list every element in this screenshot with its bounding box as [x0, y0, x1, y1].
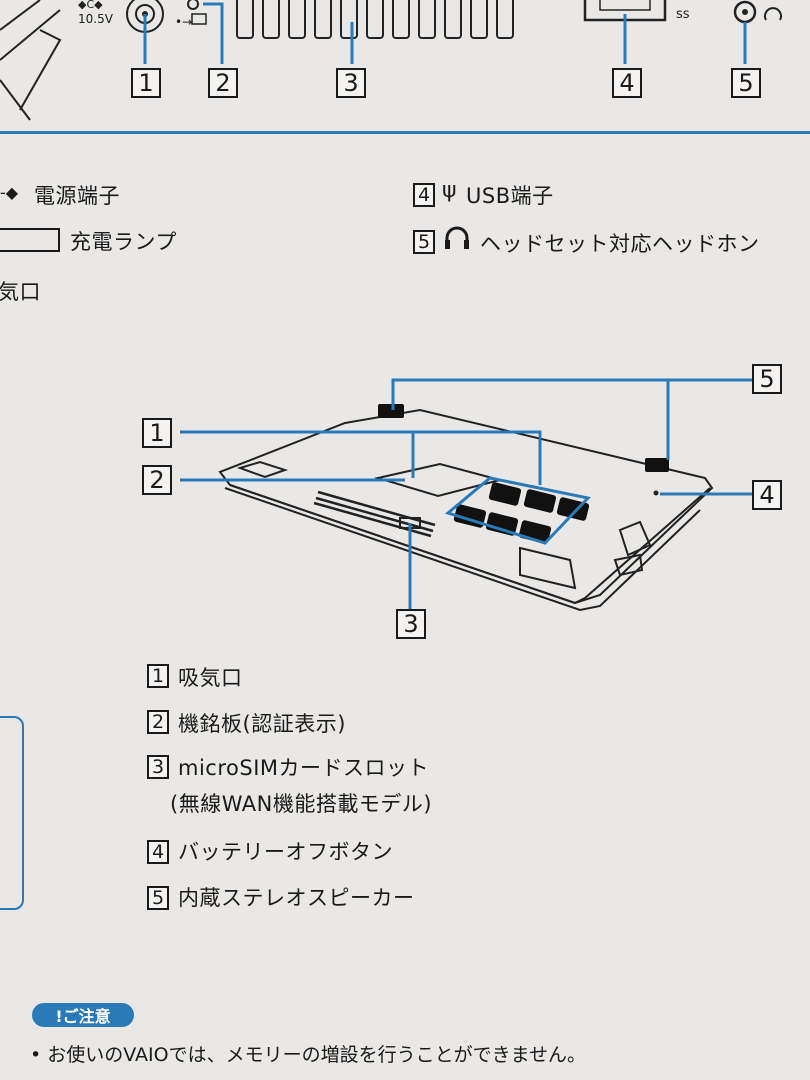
list-num-4: 4 — [147, 840, 169, 864]
dc-symbol-icon: -◆ — [0, 183, 19, 202]
top-callout-5: 5 — [731, 68, 761, 98]
port-label-power: 電源端子 — [34, 184, 120, 208]
diagram-callout-4: 4 — [752, 480, 782, 510]
caution-text: • お使いのVAIOでは、メモリーの増設を行うことができません。 — [30, 1044, 587, 1066]
port-label-usb: USB端子 — [466, 184, 554, 208]
usb-icon: ψ — [442, 178, 457, 203]
port-label-vent: 気口 — [0, 280, 41, 304]
side-info-box — [0, 716, 24, 910]
list-label-sim-note: (無線WAN機能搭載モデル) — [170, 792, 433, 816]
list-num-2: 2 — [147, 710, 169, 734]
section-divider — [0, 131, 810, 134]
top-callout-2: 2 — [208, 68, 238, 98]
diagram-callout-3: 3 — [396, 609, 426, 639]
list-label-nameplate: 機銘板(認証表示) — [178, 712, 346, 736]
list-label-sim-slot: microSIMカードスロット — [178, 756, 429, 780]
list-label-intake: 吸気口 — [178, 666, 243, 690]
list-num-5: 5 — [147, 886, 169, 910]
top-callout-1: 1 — [131, 68, 161, 98]
svg-text:ss: ss — [676, 7, 690, 22]
diagram-callout-5: 5 — [752, 364, 782, 394]
list-num-1: 1 — [147, 664, 169, 688]
port-strip-illustration: ◆C◆ •→ ss — [0, 0, 810, 130]
headset-icon — [442, 224, 472, 258]
port-label-charge-lamp: 充電ランプ — [70, 230, 177, 254]
list-num-3: 3 — [147, 755, 169, 779]
diagram-callout-1: 1 — [142, 418, 172, 448]
diagram-callout-2: 2 — [142, 465, 172, 495]
top-callout-4: 4 — [612, 68, 642, 98]
svg-text:•→: •→ — [175, 15, 192, 29]
charge-lamp-icon — [0, 228, 60, 252]
port-label-headset: ヘッドセット対応ヘッドホン — [480, 232, 760, 256]
svg-text:◆C◆: ◆C◆ — [78, 0, 103, 11]
dc-voltage-label: 10.5V — [78, 12, 113, 26]
port-num-usb: 4 — [413, 183, 435, 207]
list-label-battery-off: バッテリーオフボタン — [178, 840, 393, 864]
port-num-headset: 5 — [413, 230, 435, 254]
list-label-speakers: 内蔵ステレオスピーカー — [178, 886, 415, 910]
top-callout-3: 3 — [336, 68, 366, 98]
laptop-bottom-illustration — [0, 360, 810, 650]
caution-badge: !ご注意 — [32, 1003, 134, 1027]
